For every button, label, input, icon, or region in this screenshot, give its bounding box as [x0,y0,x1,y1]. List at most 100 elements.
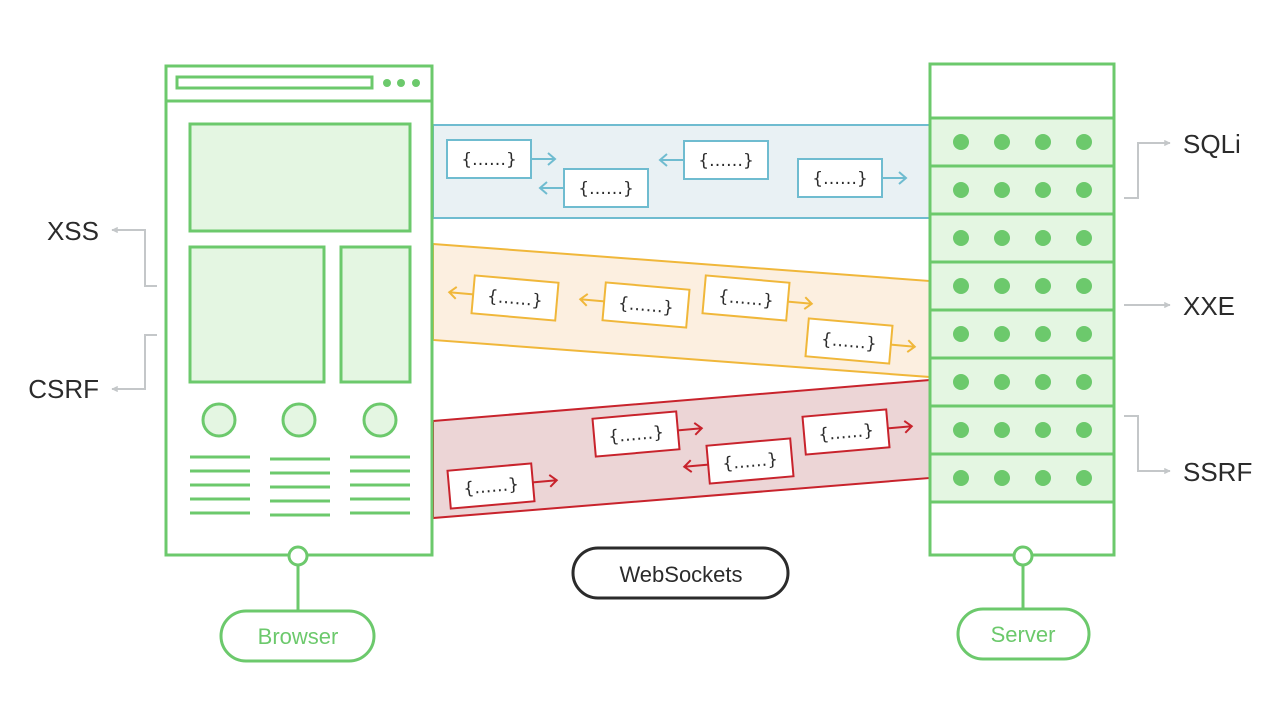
led-icon [1076,470,1092,486]
message-payload: {……} [812,169,868,189]
orange-channel-messages: {……} {……} {……} {……} [447,274,917,365]
led-icon [994,230,1010,246]
led-icon [1076,374,1092,390]
arrow-left-icon [447,286,474,300]
led-icon [1076,422,1092,438]
led-icon [953,422,969,438]
avatar-circle [201,402,237,438]
led-icon [1035,374,1051,390]
message-box [683,140,769,180]
message-box [601,281,691,329]
message-box [701,274,791,322]
led-icon [1035,278,1051,294]
led-icon [953,182,969,198]
rack-row [928,164,1116,216]
arrow-right-icon [887,420,914,434]
message-box [446,139,532,179]
browser-label-text: Browser [258,624,339,649]
message-frame: {……} [801,408,914,456]
led-icon [1035,134,1051,150]
window-dot-icon [412,79,420,87]
message-frame: {……} [538,168,649,208]
arrow-left-icon [578,293,605,307]
ssrf-label: SSRF [1183,457,1252,487]
led-icon [994,278,1010,294]
window-dot-icon [383,79,391,87]
message-payload: {……} [698,151,754,171]
message-frame: {……} [658,140,769,180]
arrow-left-icon [682,459,709,473]
led-icon [1076,230,1092,246]
led-icon [953,326,969,342]
message-frame: {……} [804,317,917,365]
sqli-label: SQLi [1183,129,1241,159]
led-icon [994,470,1010,486]
led-icon [994,326,1010,342]
arrow-right-icon [787,296,814,310]
led-icon [953,134,969,150]
attack-xxe: XXE [1124,291,1235,321]
attack-sqli: SQLi [1124,129,1241,199]
text-lines [190,455,410,517]
browser-label: Browser [219,609,376,663]
led-icon [1076,182,1092,198]
led-icon [1035,230,1051,246]
content-panel-left [188,245,326,384]
avatar-circle [362,402,398,438]
rack-row [928,212,1116,264]
message-box [563,168,649,208]
hero-panel [188,122,412,233]
rack-row [928,260,1116,312]
arrow-right-icon [531,152,557,166]
message-payload: {……} [717,287,774,312]
sqli-connector [1124,139,1171,199]
attack-ssrf: SSRF [1124,415,1252,487]
server-rack [928,62,1116,609]
led-icon [1035,422,1051,438]
websockets-label: WebSockets [571,546,790,600]
csrf-connector [111,334,157,393]
message-payload: {……} [486,287,543,312]
message-frame: {……} [682,437,795,485]
message-box [801,408,891,456]
led-icon [994,422,1010,438]
arrow-left-icon [538,181,564,195]
led-icon [994,374,1010,390]
led-icon [1076,326,1092,342]
message-payload: {……} [608,423,665,448]
led-icon [1076,278,1092,294]
csrf-label: CSRF [28,374,99,404]
messages: {……}{……}{……}{……}{……}{……}{……}{……}{……}{……}… [446,139,917,510]
message-frame: {……} [591,410,704,458]
message-payload: {……} [722,450,779,475]
server-label-text: Server [991,622,1056,647]
message-payload: {……} [578,179,634,199]
address-bar [175,75,374,90]
red-channel-messages: {……} {……} {……} {……} [446,408,914,510]
rack-row [928,116,1116,168]
message-box [804,317,894,365]
rack-row [928,308,1116,360]
rack-row [928,452,1116,504]
led-icon [1076,134,1092,150]
avatar-circle [281,402,317,438]
websockets-label-text: WebSockets [619,562,742,587]
browser-window [164,64,434,611]
attack-csrf: CSRF [28,334,157,404]
led-icon [994,182,1010,198]
message-box [797,158,883,198]
ssrf-connector [1124,415,1171,475]
rack-rows [928,116,1116,504]
led-icon [953,374,969,390]
led-icon [953,470,969,486]
arrow-right-icon [882,171,908,185]
arrow-right-icon [890,339,917,353]
xxe-label: XXE [1183,291,1235,321]
message-frame: {……} [446,462,559,510]
led-icon [1035,182,1051,198]
message-box [705,437,795,485]
led-icon [994,134,1010,150]
rack-row [928,356,1116,408]
message-frame: {……} [578,281,691,329]
